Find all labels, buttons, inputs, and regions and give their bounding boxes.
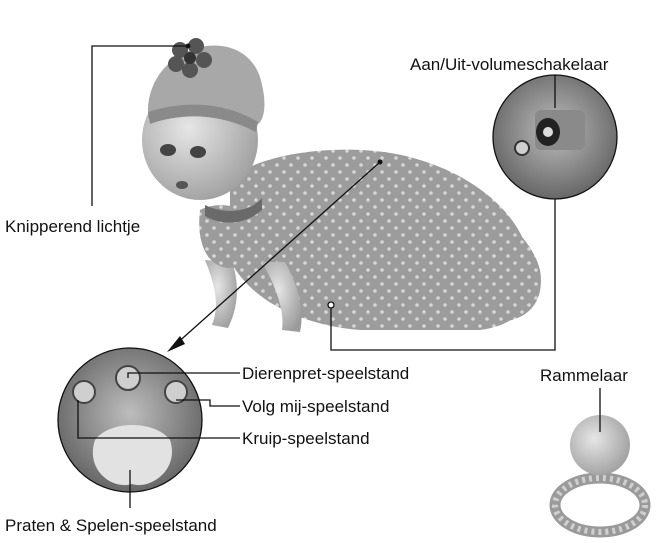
label-blinking-light: Knipperend lichtje (5, 217, 140, 236)
crawling-doll-illustration (142, 38, 541, 332)
label-follow-me-mode: Volg mij-speelstand (242, 397, 389, 416)
label-rattle: Rammelaar (540, 366, 628, 385)
label-talk-play-mode: Praten & Spelen-speelstand (5, 516, 217, 535)
label-crawl-mode: Kruip-speelstand (242, 429, 370, 448)
label-animal-fun-mode: Dierenpret-speelstand (242, 364, 409, 383)
rattle-illustration (555, 415, 645, 532)
label-power-volume-switch: Aan/Uit-volumeschakelaar (410, 55, 609, 74)
